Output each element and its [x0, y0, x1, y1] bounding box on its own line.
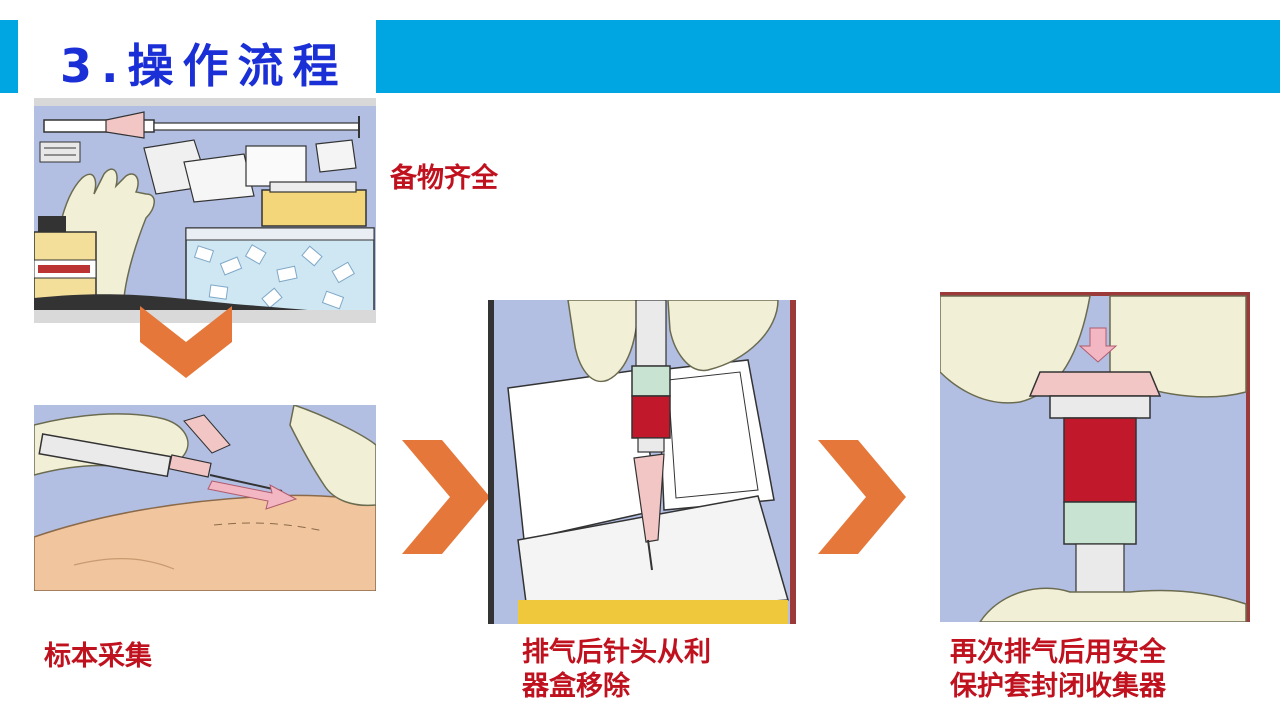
- remove-needle-illustration: [488, 300, 796, 624]
- step-caption-remove-needle: 排气后针头从利 器盒移除: [522, 636, 711, 704]
- step-caption-sampling: 标本采集: [44, 640, 152, 674]
- arrow-down-icon: [140, 306, 232, 378]
- caption-line: 保护套封闭收集器: [950, 671, 1166, 702]
- step-caption-cap: 再次排气后用安全 保护套封闭收集器: [950, 636, 1166, 704]
- arrow-right-icon: [402, 440, 490, 554]
- caption-line: 再次排气后用安全: [950, 637, 1166, 668]
- arrow-right-icon: [818, 440, 906, 554]
- caption-line: 器盒移除: [522, 671, 630, 702]
- caption-line: 标本采集: [44, 641, 152, 672]
- slide-title: 3.操作流程: [60, 39, 348, 93]
- step-caption-supplies: 备物齐全: [390, 162, 498, 196]
- caption-line: 排气后针头从利: [522, 637, 711, 668]
- title-bar-band: [376, 20, 1280, 93]
- title-bar-accent-left: [0, 20, 18, 93]
- supplies-illustration: [34, 98, 376, 323]
- caption-line: 备物齐全: [390, 163, 498, 194]
- cap-illustration: [940, 292, 1250, 622]
- sampling-illustration: [34, 405, 376, 591]
